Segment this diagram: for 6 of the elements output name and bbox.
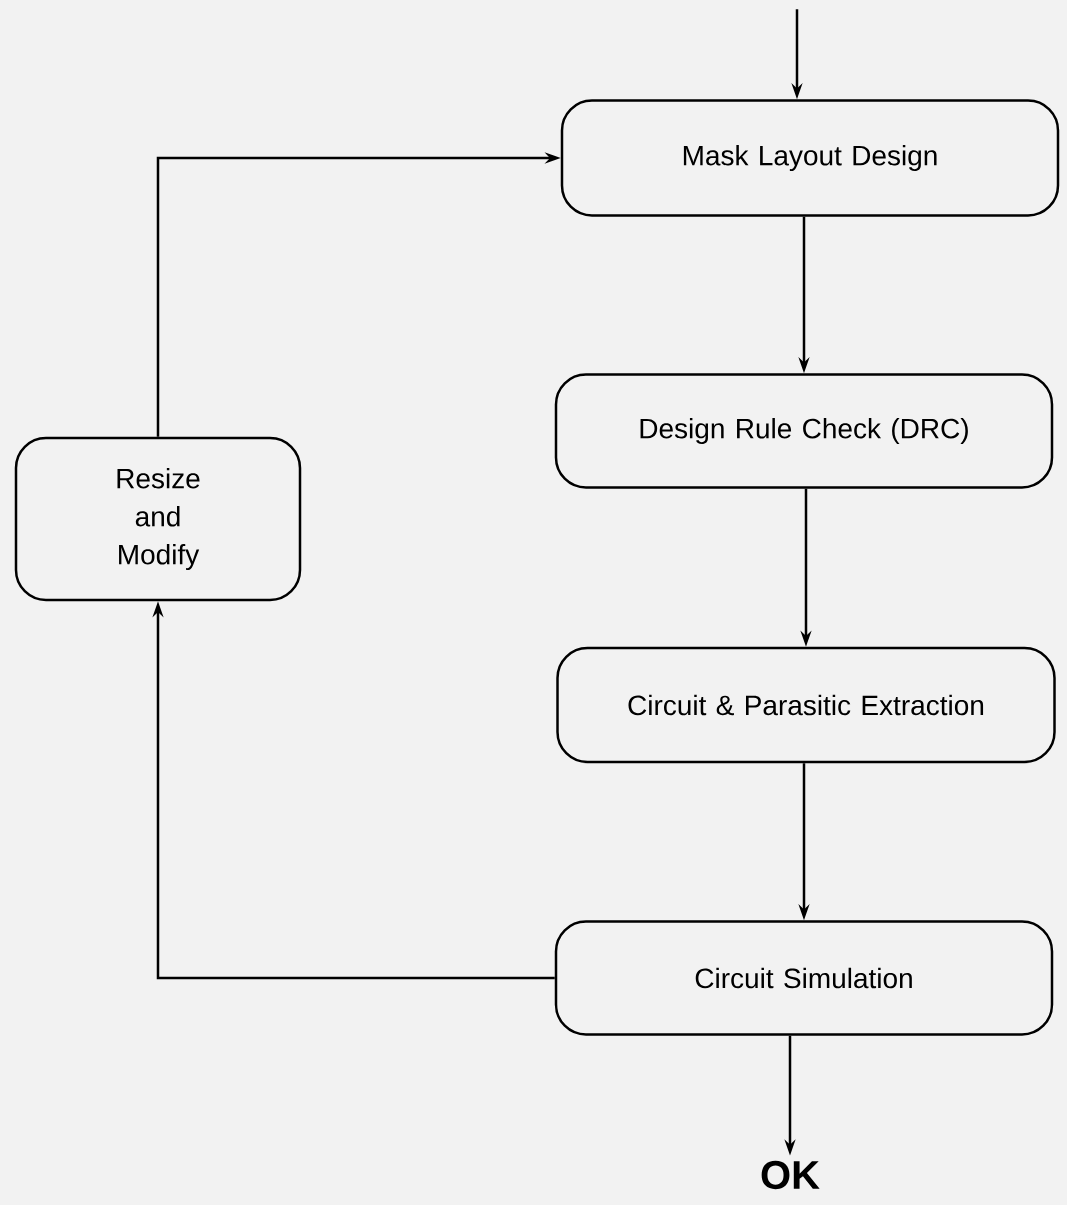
process-box: Design Rule Check (DRC)	[554, 373, 1054, 489]
process-box: Circuit & Parasitic Extraction	[556, 646, 1056, 764]
process-box: Mask Layout Design	[560, 99, 1060, 217]
process-box: Resize and Modify	[14, 436, 302, 602]
process-box: Circuit Simulation	[554, 920, 1054, 1036]
end-label: OK	[761, 1160, 820, 1190]
